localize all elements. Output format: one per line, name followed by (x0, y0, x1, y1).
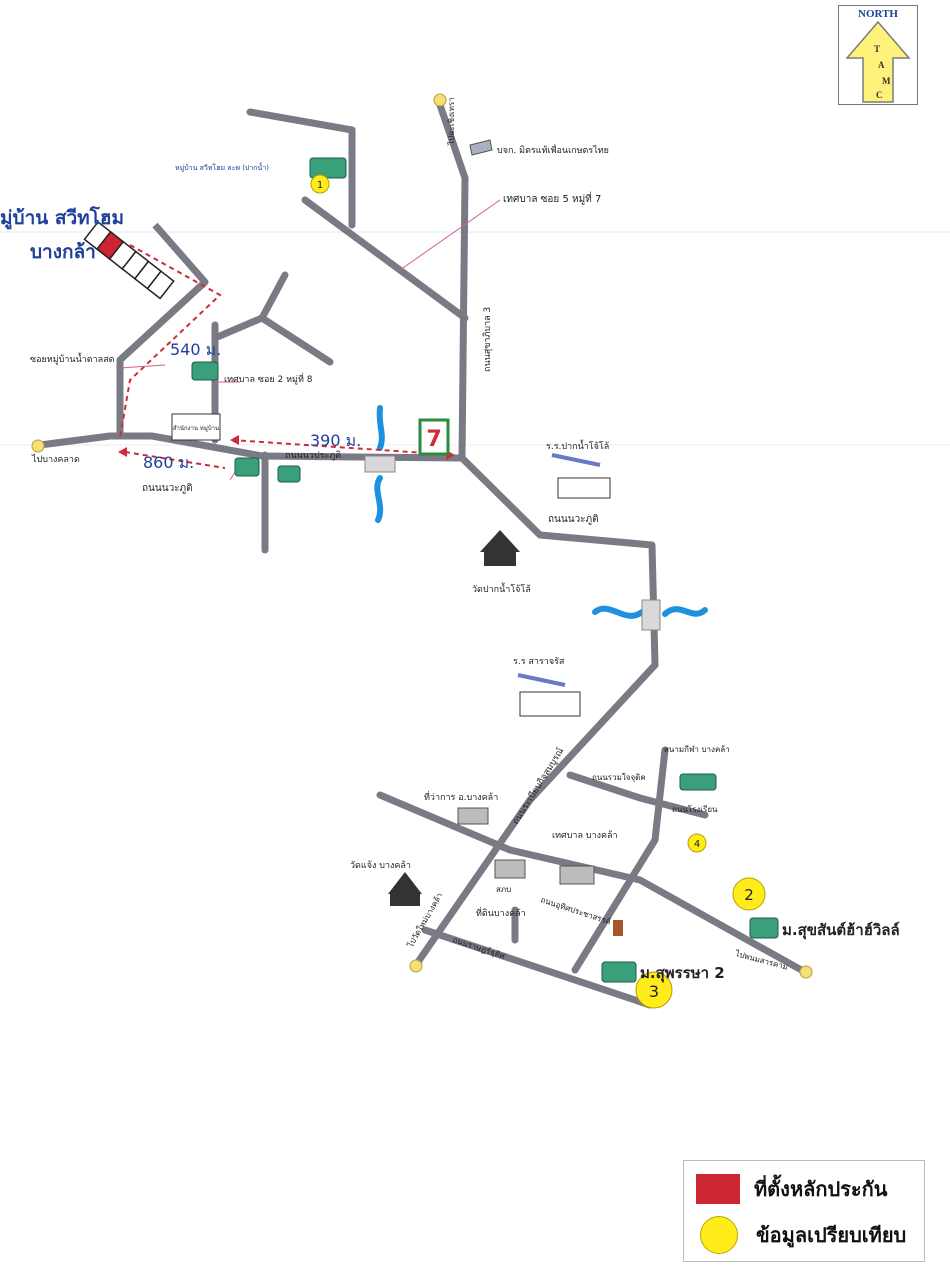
bridge-icon (364, 455, 661, 631)
north-arrow-box: NORTH T A M C (838, 5, 918, 105)
legend-label: ที่ตั้งหลักประกัน (754, 1177, 888, 1201)
north-label: NORTH (858, 8, 898, 20)
road-ratwithi-label: ถนนระเบียบกิจสมบูรณ์ (509, 745, 566, 826)
distance-860: 860 ม. (143, 453, 194, 472)
district-office-label: ที่ว่าการ อ.บางคล้า (424, 790, 498, 803)
yellow-circle-icon (700, 1216, 738, 1254)
land-office-label: ที่ดินบางคล้า (476, 906, 526, 919)
legend-item-comparable: ข้อมูลเปรียบเทียบ (696, 1215, 906, 1255)
subject-property (83, 220, 175, 300)
subject-lane (116, 222, 209, 438)
seven-eleven-icon: 7 (418, 418, 450, 456)
label-pointer (119, 199, 501, 481)
legend-label: ข้อมูลเปรียบเทียบ (756, 1223, 907, 1247)
subject-name-line1: มู่บ้าน สวีทโฮม (0, 206, 124, 230)
north-letter: A (878, 60, 885, 70)
police-icon (613, 920, 623, 936)
svg-text:3: 3 (649, 982, 659, 1001)
village-2-label: ม.สุขสันต์ฮ้าฮ์วิลล์ (782, 921, 900, 940)
route-line (119, 244, 456, 469)
building-icon (457, 807, 595, 885)
north-letter: C (876, 90, 883, 100)
temple-1-label: วัดปากน้ำโจ้โล้ (472, 582, 531, 595)
soi-village-label: ซอยหมู่บ้านน้ำตาลสด (30, 352, 115, 365)
house-icon (191, 157, 779, 983)
comparable-marker: 1 (310, 174, 330, 194)
police-label: สภบ (496, 885, 511, 894)
route-arrow (230, 435, 239, 445)
comparable-marker: 3 (635, 971, 673, 1009)
to-phanom-label: ไปพนมสารคาม (734, 949, 789, 972)
office-sign-label: สำนักงาน หมู่บ้าน (173, 425, 219, 432)
village-top-label: หมู่บ้าน สวีทโฮม ละพ (ปากน้ำ) (175, 161, 269, 172)
office-sign-box (171, 413, 221, 441)
school-2-label: ร.ร สาราจรัส (513, 657, 565, 667)
road-ratsadorn-label: ถนนราษฎร์ธุติศ (451, 934, 506, 960)
map-legend: ที่ตั้งหลักประกัน ข้อมูลเปรียบเทียบ (683, 1160, 925, 1262)
school-icon (517, 453, 611, 717)
company-label: บจก. มิตรแท้เพื่อนเกษตรไทย (497, 143, 609, 156)
road-pracha-label: ถนนอุทิศประชาสรรค์ (539, 894, 612, 926)
svg-text:2: 2 (744, 886, 754, 904)
north-letter: M (882, 76, 891, 86)
comparable-marker: 4 (687, 833, 707, 853)
company-icon (469, 139, 493, 156)
tesaban-office-label: เทศบาล บางคล้า (552, 830, 618, 841)
temple-icon (388, 530, 520, 906)
red-square-icon (696, 1174, 740, 1204)
to-bangklat-label: ไปบางคลาด (31, 454, 80, 465)
legend-item-collateral: ที่ตั้งหลักประกัน (696, 1169, 887, 1209)
temple-2-label: วัดแจ้ง บางคล้า (350, 860, 411, 871)
distance-390: 390 ม. (310, 431, 361, 450)
route-arrow (118, 447, 127, 457)
svg-text:1: 1 (317, 180, 323, 191)
river (374, 405, 708, 619)
tesaban-soi2-label: เทศบาล ซอย 2 หมู่ที่ 8 (224, 372, 313, 385)
to-chachoengsao-label: ไปฉะเชิงเทรา (447, 97, 456, 146)
direction-pin-icon (31, 93, 813, 979)
tesaban-soi5-label: เทศบาล ซอย 5 หมู่ที่ 7 (503, 191, 601, 205)
school-1-label: ร.ร.ปากน้ำโจ้โล้ (546, 439, 609, 452)
road-network (36, 101, 809, 1009)
north-arrow-icon (845, 20, 911, 103)
road-suksawat-label: ถนนสุขาภิบาล 3 (482, 307, 493, 372)
road-nawaphut-label: ถนนนวะภูติ (142, 483, 193, 494)
road-nawaphut-label: ถนนนวประภูติ (285, 450, 341, 461)
svg-text:4: 4 (694, 839, 700, 850)
road-rongrian-label: ถนนโรงเรียน (672, 804, 718, 814)
north-letter: T (874, 44, 881, 54)
svg-text:7: 7 (426, 427, 441, 452)
subject-name-line2: บางกล้า (30, 241, 96, 263)
comparable-marker: 2 (732, 877, 766, 911)
village-3-label: ม.สุพรรษา 2 (640, 964, 725, 983)
stadium-label: สนามกีฬา บางคล้า (664, 745, 730, 754)
road-nawaphut-label: ถนนนวะภูติ (548, 514, 599, 525)
road-ruamjai-label: ถนนรวมใจจุติค (592, 773, 646, 782)
distance-540: 540 ม. (170, 340, 221, 359)
